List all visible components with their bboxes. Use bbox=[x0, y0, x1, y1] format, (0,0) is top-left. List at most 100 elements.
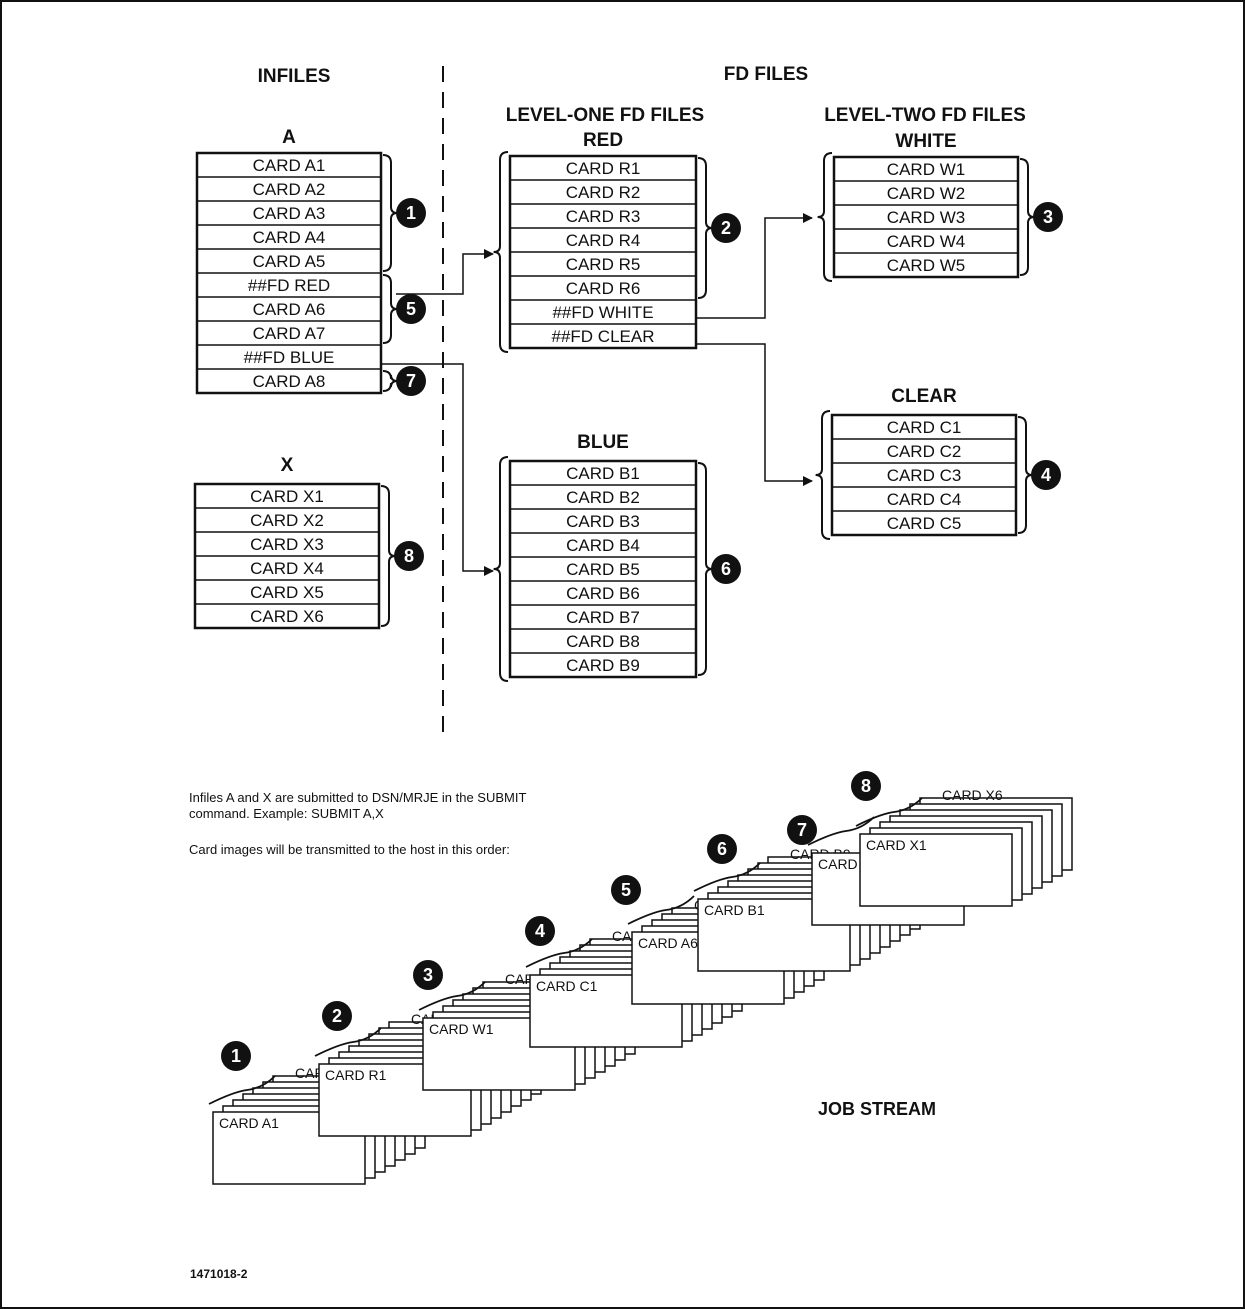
stack-brace bbox=[418, 981, 486, 1011]
group-brace-3 bbox=[1019, 158, 1035, 276]
note-line-3: Card images will be transmitted to the h… bbox=[189, 842, 510, 857]
stack-brace bbox=[693, 862, 761, 892]
callout-8-label: 8 bbox=[404, 546, 414, 566]
group-brace-2 bbox=[697, 157, 713, 299]
table-row: CARD B1 bbox=[566, 464, 640, 483]
job-callout-4-label: 4 bbox=[535, 921, 545, 941]
table-row: CARD C3 bbox=[887, 466, 962, 485]
callout-8 bbox=[394, 541, 424, 571]
table-row: CARD X4 bbox=[250, 559, 324, 578]
table-row: CARD W4 bbox=[887, 232, 965, 251]
table-row: CARD B4 bbox=[566, 536, 640, 555]
callout-5 bbox=[396, 294, 426, 324]
callout-2 bbox=[711, 213, 741, 243]
table-row: CARD B8 bbox=[566, 632, 640, 651]
group-brace-4 bbox=[1017, 416, 1033, 534]
arrow-red-to-white bbox=[696, 213, 813, 319]
stack-first-label: CARD X1 bbox=[866, 837, 927, 853]
table-row: CARD W5 bbox=[887, 256, 965, 275]
table-row: CARD A5 bbox=[253, 252, 326, 271]
table-row: ##FD RED bbox=[248, 276, 330, 295]
file-white-title: WHITE bbox=[895, 131, 956, 152]
punch-card bbox=[697, 898, 851, 972]
table-row: CARD R2 bbox=[566, 183, 641, 202]
job-callout-7 bbox=[787, 815, 817, 845]
callout-6 bbox=[711, 554, 741, 584]
callout-1-label: 1 bbox=[406, 203, 416, 223]
table-row: CARD W1 bbox=[887, 160, 965, 179]
stack-first-label: CARD W1 bbox=[429, 1021, 494, 1037]
table-row: CARD X3 bbox=[250, 535, 324, 554]
table-row: CARD C5 bbox=[887, 514, 962, 533]
stack-brace bbox=[807, 816, 875, 846]
left-brace bbox=[815, 410, 831, 540]
table-row: ##FD BLUE bbox=[244, 348, 335, 367]
table-row: CARD C4 bbox=[887, 490, 962, 509]
job-callout-8 bbox=[851, 771, 881, 801]
arrow-a-to-red bbox=[396, 249, 494, 295]
table-row: CARD A6 bbox=[253, 300, 326, 319]
job-callout-2 bbox=[322, 1001, 352, 1031]
table-row: CARD A7 bbox=[253, 324, 326, 343]
connector-arrows bbox=[380, 213, 813, 576]
callout-2-label: 2 bbox=[721, 218, 731, 238]
job-callout-6 bbox=[707, 834, 737, 864]
callout-7-label: 7 bbox=[406, 371, 416, 391]
group-brace-7 bbox=[382, 370, 398, 392]
table-row: CARD X6 bbox=[250, 607, 324, 626]
figure-id: 1471018-2 bbox=[190, 1267, 248, 1281]
job-callout-5 bbox=[611, 875, 641, 905]
job-callout-7-label: 7 bbox=[797, 820, 807, 840]
stack-first-label: CARD A1 bbox=[219, 1115, 279, 1131]
job-callout-1-label: 1 bbox=[231, 1046, 241, 1066]
punch-card bbox=[859, 833, 1013, 907]
table-row: CARD W3 bbox=[887, 208, 965, 227]
table-row: CARD C2 bbox=[887, 442, 962, 461]
file-table-frame bbox=[832, 155, 1020, 279]
file-blue-title: BLUE bbox=[577, 432, 629, 453]
file-x-title: X bbox=[281, 455, 294, 476]
table-row: CARD X2 bbox=[250, 511, 324, 530]
level-two-header: LEVEL-TWO FD FILES bbox=[824, 105, 1026, 126]
stack-brace bbox=[208, 1075, 276, 1105]
file-a-title: A bbox=[282, 127, 296, 148]
table-row: CARD B2 bbox=[566, 488, 640, 507]
table-row: ##FD WHITE bbox=[552, 303, 653, 322]
table-row: CARD B7 bbox=[566, 608, 640, 627]
stack-first-label: CARD A6 bbox=[638, 935, 698, 951]
table-row: CARD X1 bbox=[250, 487, 324, 506]
table-row: CARD B6 bbox=[566, 584, 640, 603]
table-row: CARD X5 bbox=[250, 583, 324, 602]
table-row: CARD R5 bbox=[566, 255, 641, 274]
group-brace-1 bbox=[382, 154, 398, 272]
table-row: CARD B9 bbox=[566, 656, 640, 675]
job-callout-8-label: 8 bbox=[861, 776, 871, 796]
left-brace bbox=[493, 456, 509, 682]
stack-brace bbox=[855, 797, 923, 827]
table-row: CARD A4 bbox=[253, 228, 326, 247]
job-callout-4 bbox=[525, 916, 555, 946]
arrow-red-to-clear bbox=[696, 343, 813, 486]
job-callout-3-label: 3 bbox=[423, 965, 433, 985]
table-row: CARD R3 bbox=[566, 207, 641, 226]
callout-4-label: 4 bbox=[1041, 465, 1051, 485]
fd-files-header: FD FILES bbox=[724, 64, 808, 85]
left-brace bbox=[817, 152, 833, 282]
callout-3 bbox=[1033, 202, 1063, 232]
job-callout-5-label: 5 bbox=[621, 880, 631, 900]
group-brace-5 bbox=[382, 274, 398, 344]
table-row: CARD A1 bbox=[253, 156, 326, 175]
stack-brace bbox=[627, 895, 695, 925]
callout-4 bbox=[1031, 460, 1061, 490]
stack-first-label: CARD B1 bbox=[704, 902, 765, 918]
job-callout-2-label: 2 bbox=[332, 1006, 342, 1026]
file-table-frame bbox=[508, 459, 698, 679]
